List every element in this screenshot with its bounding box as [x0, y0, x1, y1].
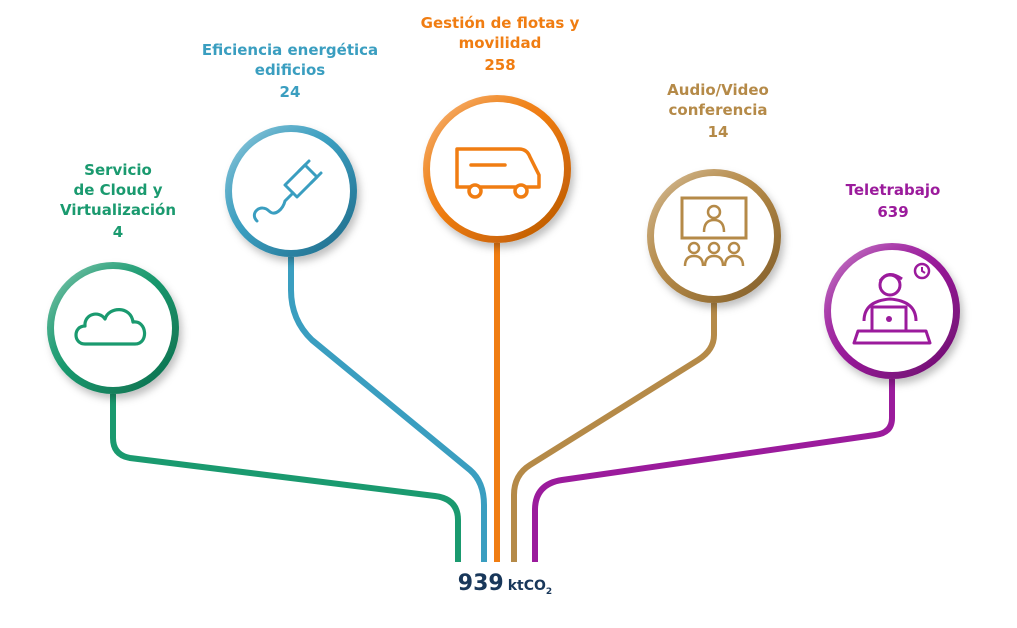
total-unit-main: ktCO: [507, 578, 546, 594]
label-telework: Teletrabajo 639: [846, 180, 941, 222]
label-av-line-2: conferencia: [668, 101, 768, 119]
connector-line-energy: [288, 257, 487, 562]
connector-line-cloud: [110, 394, 461, 562]
node-energy: [225, 125, 357, 257]
label-cloud-line-2: de Cloud y: [73, 181, 163, 199]
connector-line-av: [511, 303, 717, 562]
label-telework-value: 639: [877, 203, 909, 221]
total-unit: ktCO2: [507, 578, 553, 597]
total-value: 939: [457, 571, 504, 596]
node-av: [647, 169, 781, 303]
label-fleet-line-2: movilidad: [458, 34, 542, 52]
label-cloud-value: 4: [112, 223, 124, 241]
label-av-value: 14: [707, 123, 729, 141]
label-av-line-1: Audio/Video: [667, 81, 769, 99]
label-energy-line-2: edificios: [254, 61, 326, 79]
label-cloud: Servicio de Cloud y Virtualización 4: [60, 160, 176, 242]
label-energy-line-1: Eficiencia energética: [201, 41, 379, 59]
label-cloud-line-1: Servicio: [84, 161, 152, 179]
node-fleet: [423, 95, 571, 243]
label-av: Audio/Video conferencia 14: [667, 80, 769, 142]
ring-inner-cloud: [54, 269, 172, 387]
total-unit-sub: 2: [545, 586, 553, 597]
label-fleet-value: 258: [484, 56, 516, 74]
label-fleet-line-1: Gestión de flotas y: [420, 14, 580, 32]
connector-line-telework: [532, 379, 895, 562]
label-cloud-line-3: Virtualización: [59, 201, 177, 219]
node-cloud: [47, 262, 179, 394]
plug-icon: [252, 159, 323, 223]
label-energy: Eficiencia energética edificios 24: [202, 40, 378, 102]
cloud-icon: [74, 308, 147, 346]
ring-inner-fleet: [430, 102, 564, 236]
label-fleet: Gestión de flotas y movilidad 258: [421, 13, 580, 75]
teleworker-icon: [852, 262, 932, 345]
label-telework-line-1: Teletrabajo: [845, 181, 941, 199]
ring-inner-av: [654, 176, 774, 296]
videoconference-icon: [680, 196, 748, 267]
van-icon: [455, 147, 541, 199]
label-energy-value: 24: [279, 83, 301, 101]
node-telework: [824, 243, 960, 379]
